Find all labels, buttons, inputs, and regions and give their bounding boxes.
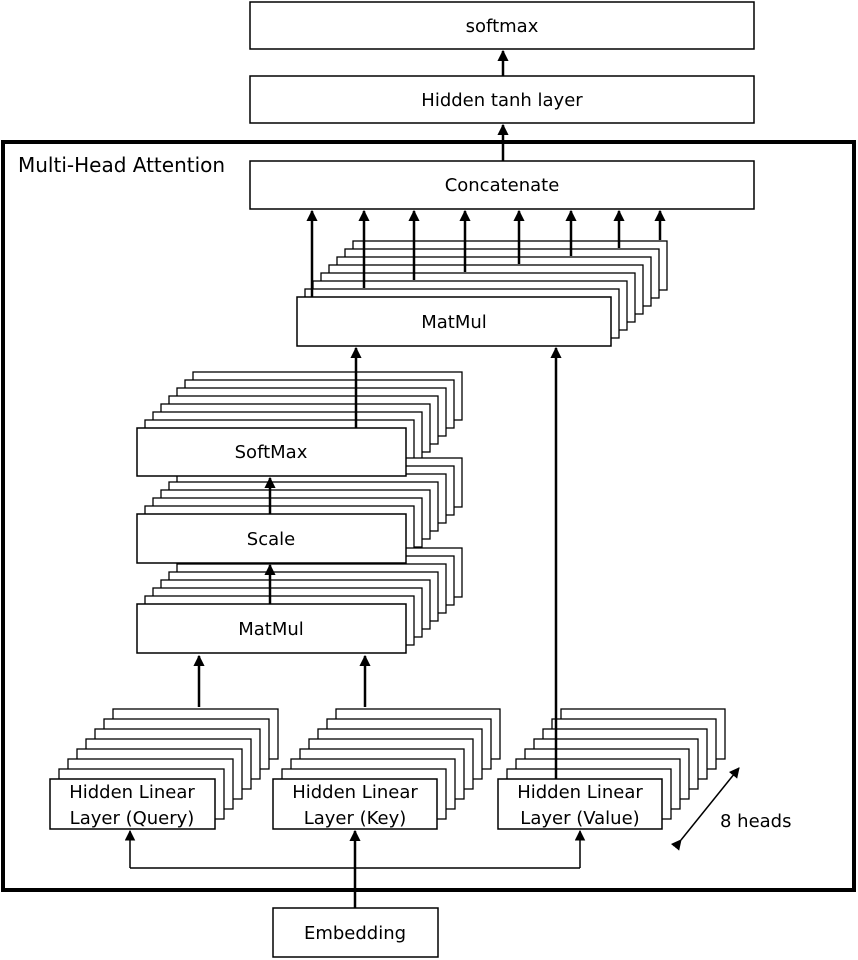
matmul-top-label: MatMul: [421, 312, 487, 333]
embedding-node: Embedding: [272, 907, 439, 958]
matmul-top-node: MatMul: [296, 296, 612, 347]
matmul-bottom-label: MatMul: [238, 619, 304, 640]
concatenate-node: Concatenate: [249, 160, 755, 210]
heads-label: 8 heads: [720, 811, 792, 832]
concatenate-label: Concatenate: [445, 175, 560, 196]
scale-label: Scale: [247, 529, 295, 550]
container-title: Multi-Head Attention: [18, 153, 225, 177]
key-label-line2: Layer (Key): [304, 808, 407, 829]
scale-node: Scale: [136, 513, 407, 564]
edges: [124, 49, 666, 908]
key-node: Hidden Linear Layer (Key): [272, 778, 438, 830]
multi-head-attention-container: [1, 140, 856, 892]
value-label-line1: Hidden Linear: [517, 782, 643, 803]
softmax-output-node: softmax: [249, 1, 755, 50]
softmax-inner-label: SoftMax: [235, 442, 308, 463]
value-label-line2: Layer (Value): [520, 808, 639, 829]
embedding-label: Embedding: [304, 923, 406, 944]
heads-double-arrow: [670, 767, 740, 851]
query-label-line1: Hidden Linear: [69, 782, 195, 803]
softmax-inner-node: SoftMax: [136, 427, 407, 477]
query-label-line2: Layer (Query): [70, 808, 195, 829]
query-node: Hidden Linear Layer (Query): [49, 778, 216, 830]
hidden-tanh-label: Hidden tanh layer: [421, 90, 583, 111]
matmul-bottom-node: MatMul: [136, 603, 407, 654]
value-node: Hidden Linear Layer (Value): [497, 778, 663, 830]
key-label-line1: Hidden Linear: [292, 782, 418, 803]
heads-indicator: 8 heads: [670, 767, 792, 851]
hidden-tanh-node: Hidden tanh layer: [249, 75, 755, 124]
softmax-output-label: softmax: [466, 16, 539, 37]
